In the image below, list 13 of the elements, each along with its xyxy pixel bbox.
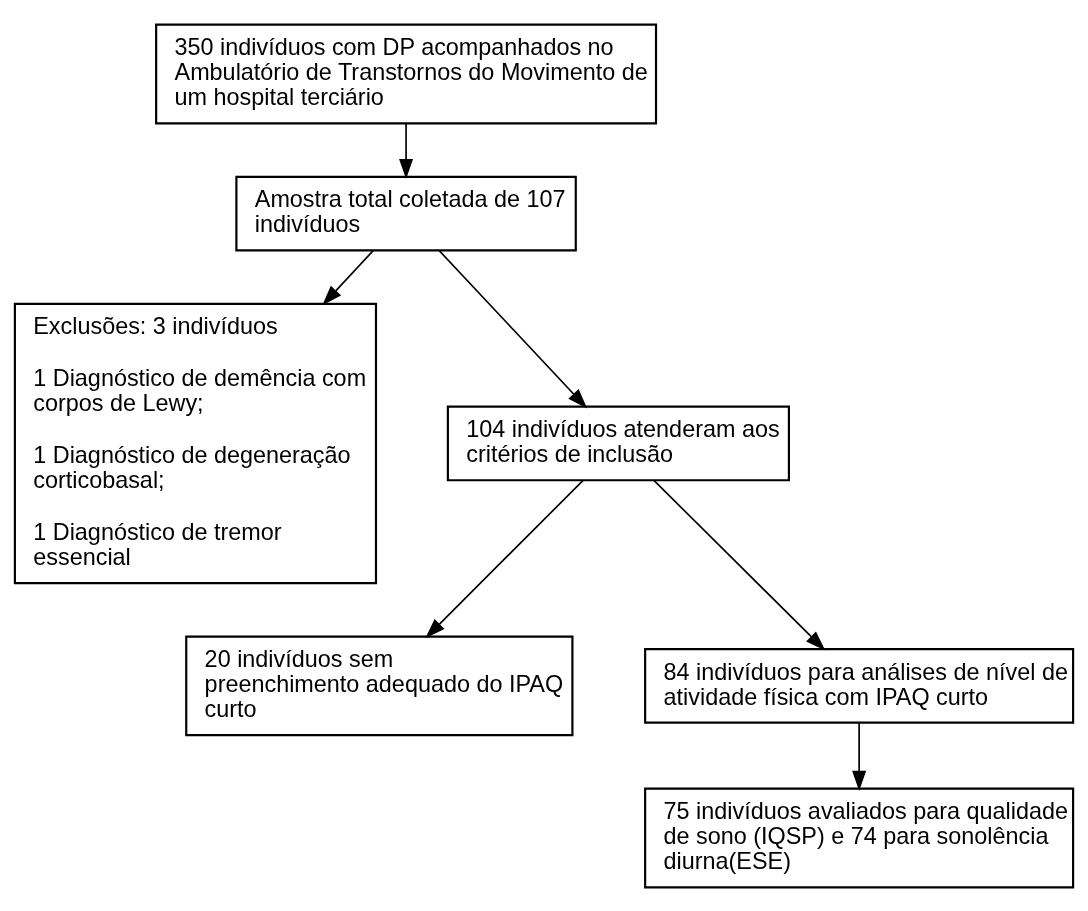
arrow <box>425 479 584 638</box>
node-box: 75 indivíduos avaliados para qualidade de sono (IQSP) e 74 para sonolência diurna(ESE) <box>644 787 1075 888</box>
node-box: Exclusões: 3 indivíduos 1 Diagnóstico de demência com corpos de Lewy; 1 Diagnóstico de degeneração corticobasal; 1 Diagnóstico de tremor essencial <box>13 302 378 584</box>
node-box: 350 indivíduos com DP acompanhados no Ambulatório de Transtornos do Movimento de um hospital terciário <box>155 23 658 124</box>
node-box: 104 indivíduos atenderam aos critérios de inclusão <box>446 405 790 481</box>
arrow <box>852 721 867 791</box>
arrow <box>653 479 826 651</box>
node-box: Amostra total coletada de 107 indivíduos <box>235 175 577 251</box>
arrow <box>399 122 414 179</box>
node-box: 84 indivíduos para análises de nível de atividade física com IPAQ curto <box>644 647 1075 724</box>
arrow <box>322 249 374 305</box>
node-box: 20 indivíduos sem preenchimento adequado do IPAQ curto <box>185 634 574 736</box>
arrow <box>438 249 588 408</box>
